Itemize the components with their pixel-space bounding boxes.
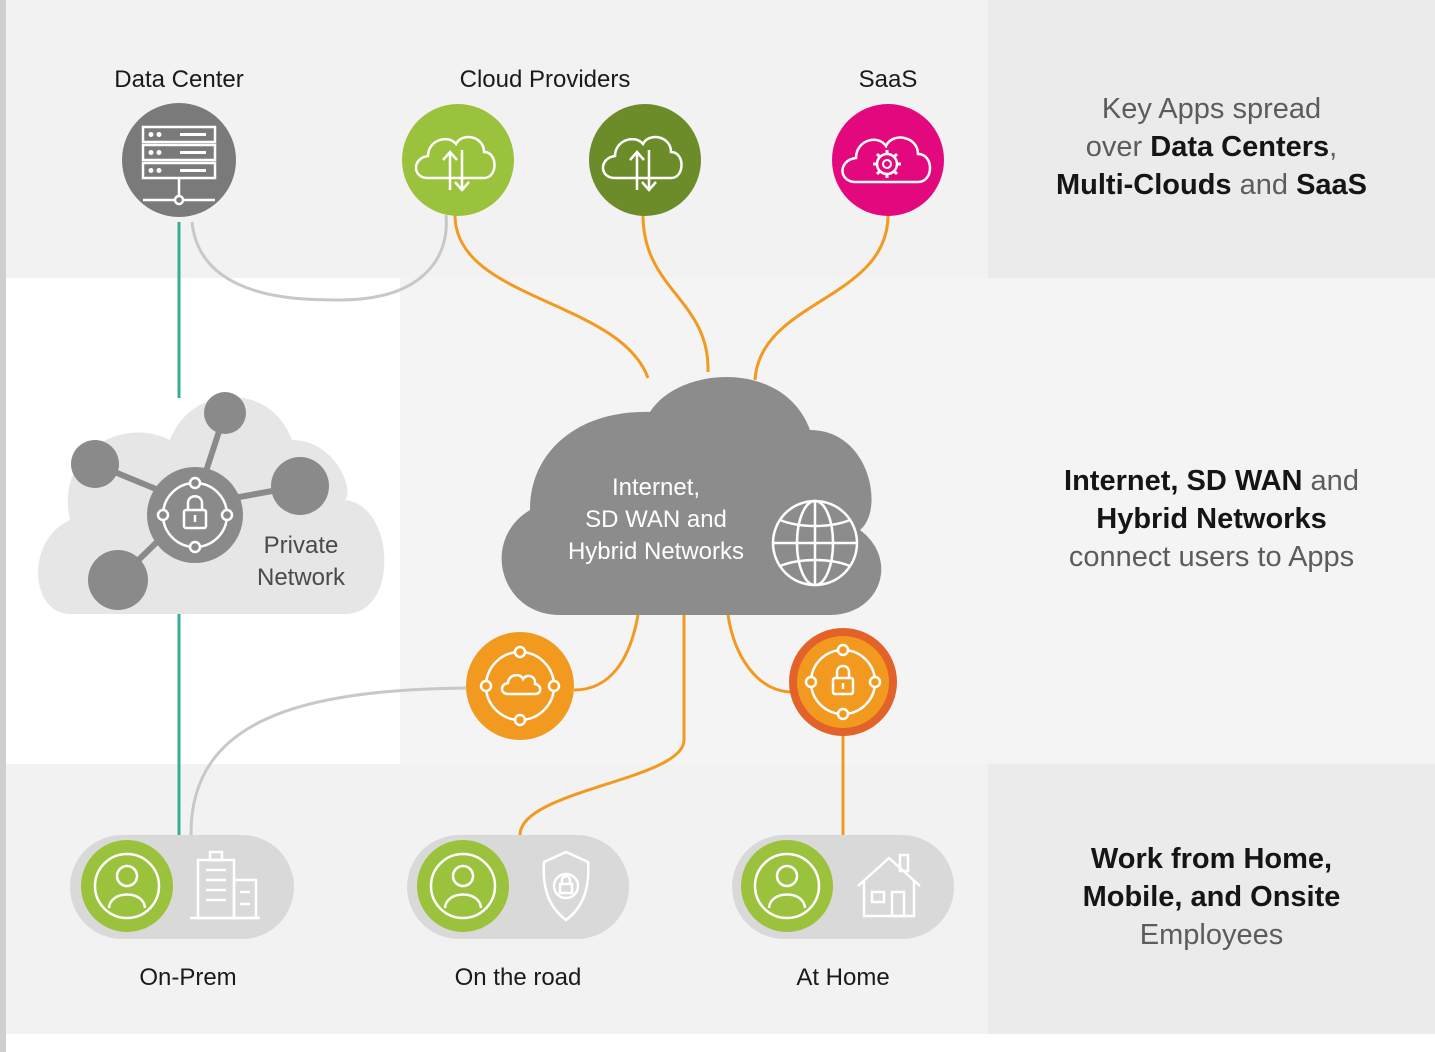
user-pill-athome <box>732 835 954 939</box>
side-text-networks: Internet, SD WAN and Hybrid Networks con… <box>1064 465 1359 573</box>
user-pill-onprem <box>70 835 294 939</box>
private-network-cloud <box>38 392 385 614</box>
left-edge-bar <box>0 0 6 1052</box>
user-icon <box>741 840 833 932</box>
side-text-apps: Key Apps spread over Data Centers, Multi… <box>1055 93 1368 201</box>
network-hub-icon <box>466 632 574 740</box>
globe-icon <box>771 499 859 587</box>
side-text-employees: Work from Home, Mobile, and Onsite Emplo… <box>1082 843 1341 951</box>
lock-network-icon <box>147 467 243 563</box>
band-bottom-right <box>988 764 1435 1034</box>
user-icon <box>81 840 173 932</box>
line-internet-hub <box>573 614 640 692</box>
cloud-providers-label: Cloud Providers <box>459 66 631 93</box>
line-internet-onroad <box>518 615 686 836</box>
line-saas-internet <box>753 214 890 381</box>
saas-label: SaaS <box>858 66 918 93</box>
user-icon <box>417 840 509 932</box>
user-pill-onroad <box>407 835 629 939</box>
cloud-upload-download-icon <box>402 104 514 216</box>
building-icon <box>190 850 260 920</box>
on-the-road-label: On the road <box>454 964 582 991</box>
line-cloud1-internet <box>453 214 650 379</box>
band-middle-right <box>988 278 1435 764</box>
internet-cloud-label: Internet, SD WAN and Hybrid Networks <box>567 474 745 565</box>
cloud-gear-icon <box>832 104 944 216</box>
band-top-right <box>988 0 1435 278</box>
data-center-label: Data Center <box>114 66 244 93</box>
line-cloud2-internet <box>641 214 710 373</box>
shield-lock-icon <box>542 850 590 922</box>
internet-cloud <box>501 376 882 615</box>
private-network-label: Private Network <box>256 532 346 591</box>
lock-network-icon <box>789 628 897 736</box>
on-prem-label: On-Prem <box>139 964 237 991</box>
line-datacenter-cloud1 <box>190 214 448 302</box>
server-icon <box>122 103 236 217</box>
line-hub-onprem <box>189 686 467 836</box>
house-icon <box>857 853 921 918</box>
cloud-upload-download-icon <box>589 104 701 216</box>
line-internet-lock <box>726 614 793 694</box>
at-home-label: At Home <box>796 964 890 991</box>
